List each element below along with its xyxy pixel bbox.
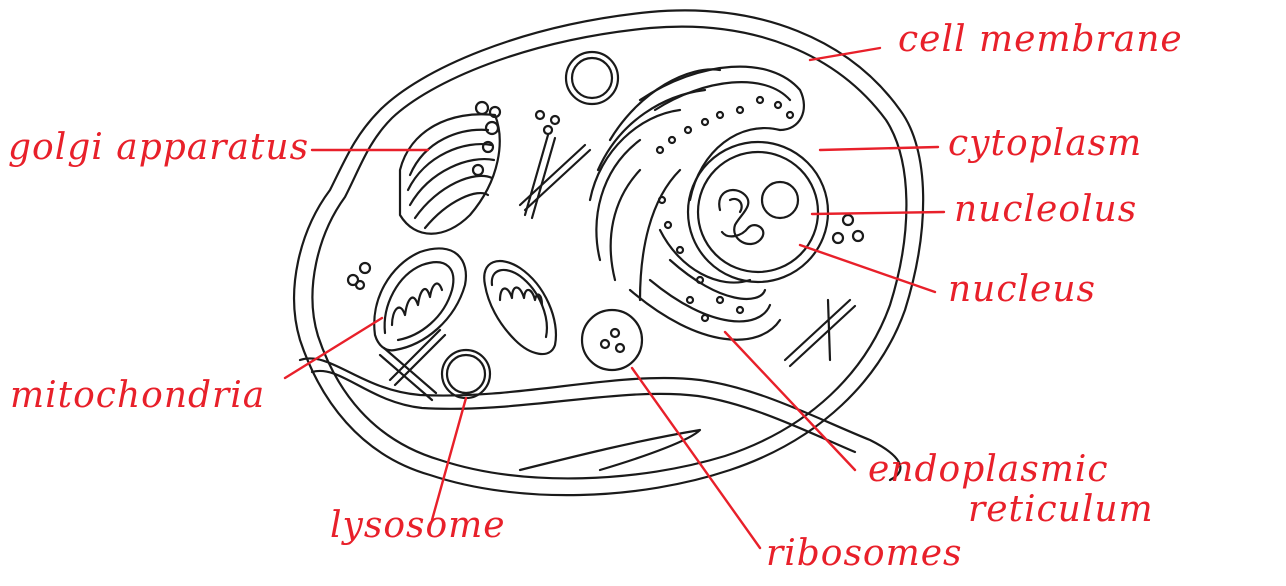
label-lysosome: lysosome — [330, 508, 506, 544]
label-cytoplasm: cytoplasm — [948, 126, 1142, 162]
nucleolus-drawing — [762, 182, 798, 218]
label-nucleus: nucleus — [948, 272, 1096, 308]
lysosome-drawing — [442, 350, 490, 398]
leader-cell-membrane — [810, 48, 880, 60]
label-nucleolus: nucleolus — [954, 192, 1137, 228]
endoplasmic-reticulum-drawing — [590, 67, 804, 340]
membrane-fold — [300, 358, 900, 480]
leader-mitochondria — [285, 318, 382, 378]
mitochondrion-left — [374, 248, 466, 350]
leader-nucleolus — [812, 212, 944, 214]
chromatin — [719, 190, 763, 244]
label-mitochondria: mitochondria — [10, 378, 265, 414]
cell-membrane-inner — [312, 27, 906, 479]
fold-tail — [520, 430, 700, 470]
golgi-apparatus — [400, 102, 500, 234]
label-golgi-apparatus: golgi apparatus — [8, 130, 309, 166]
vacuole — [566, 52, 618, 104]
label-ribosomes: ribosomes — [766, 536, 963, 572]
mitochondrion-right — [484, 261, 556, 354]
label-reticulum: reticulum — [968, 492, 1154, 528]
nucleus-outer — [688, 142, 828, 282]
ribosomes-drawing — [582, 310, 642, 370]
leader-cytoplasm — [820, 147, 938, 150]
label-cell-membrane: cell membrane — [898, 22, 1183, 58]
label-endoplasmic: endoplasmic — [868, 452, 1109, 488]
